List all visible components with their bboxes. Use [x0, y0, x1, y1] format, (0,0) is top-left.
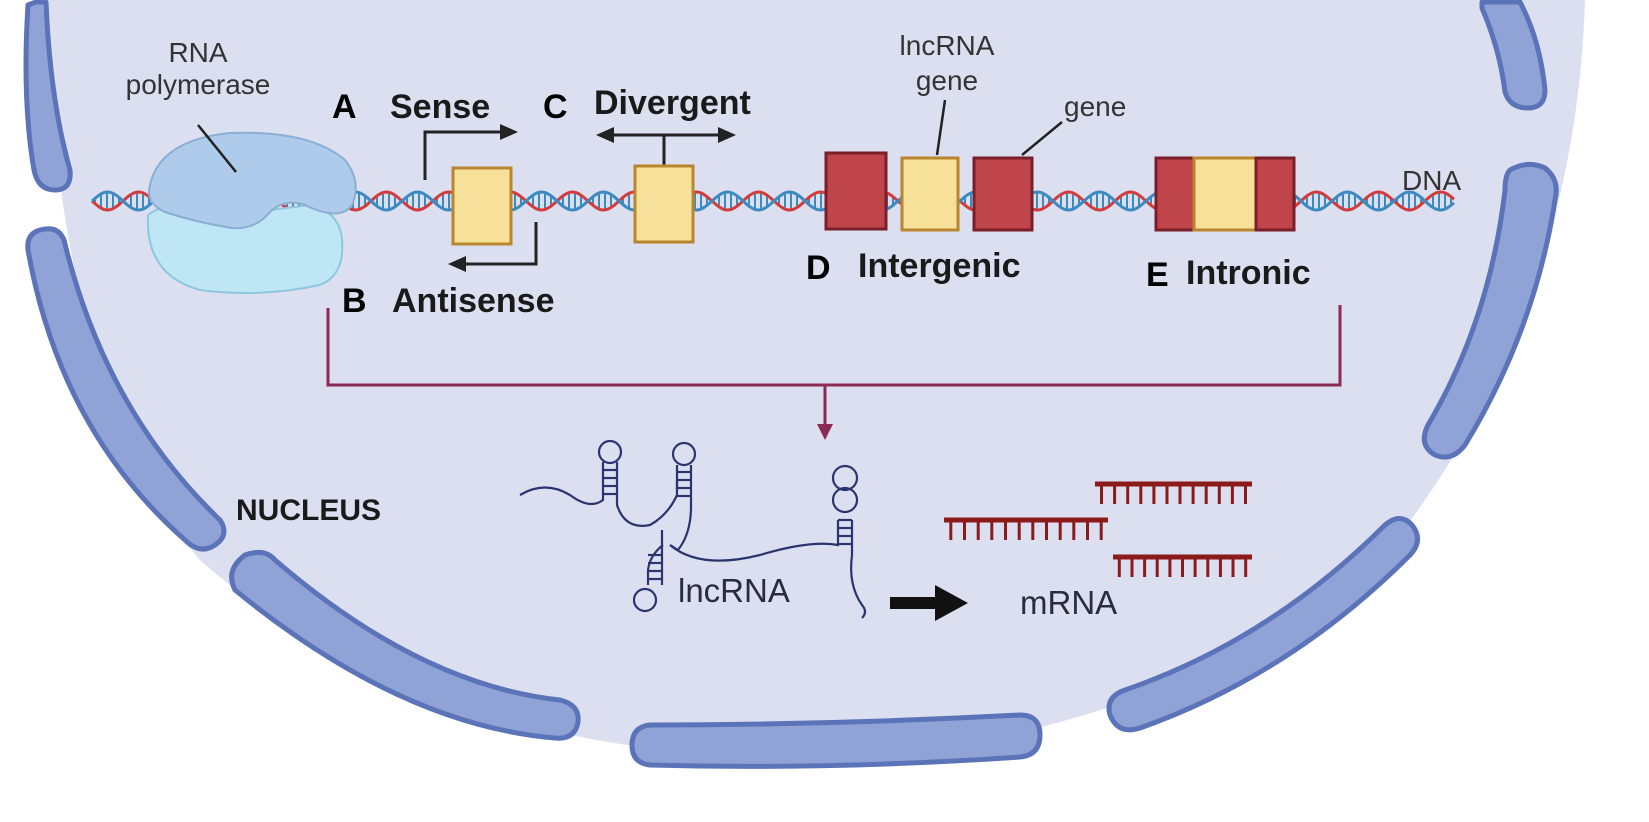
gene-box-intergenic-right	[972, 156, 1034, 232]
intergenic-label: Intergenic	[858, 247, 1020, 285]
envelope-segment-top-right	[1479, 0, 1548, 111]
exon-box-left	[1154, 156, 1196, 232]
envelope-segment-bottom	[629, 712, 1043, 769]
rna-polymerase-upper-subunit	[148, 131, 357, 230]
envelope-segment-lower-left	[229, 549, 581, 741]
nucleus-interior	[45, 0, 1585, 760]
lncrna-box-sense	[451, 166, 513, 246]
mrna-strands-icon	[944, 481, 1252, 577]
exon-box-right	[1254, 156, 1296, 232]
mrna-strand-middle	[944, 517, 1108, 540]
antisense-arrow	[462, 222, 538, 266]
lncrna-box-intronic	[1192, 156, 1258, 232]
mrna-label: mRNA	[1020, 584, 1117, 621]
divergent-label: Divergent	[594, 84, 751, 122]
rna-polymerase-label-line1: RNA	[168, 37, 227, 68]
lncrna-box-divergent	[633, 164, 695, 244]
envelope-segment-top-left	[23, 0, 73, 193]
letter-a: A	[332, 88, 357, 126]
envelope-segment-right	[1421, 162, 1559, 460]
mrna-strand-top	[1095, 481, 1252, 504]
letter-e: E	[1146, 256, 1169, 294]
gene-label: gene	[1064, 91, 1126, 122]
intronic-label: Intronic	[1186, 254, 1311, 292]
rna-polymerase-label-line2: polymerase	[126, 69, 271, 100]
gene-box-intergenic-left	[824, 151, 888, 231]
sense-arrow	[423, 130, 505, 180]
nuclear-envelope	[23, 0, 1559, 769]
divergent-arrow-head-right	[718, 127, 736, 143]
sense-label: Sense	[390, 88, 490, 126]
letter-d: D	[806, 249, 831, 287]
lncrna-gene-pointer	[935, 99, 947, 156]
lncrna-gene-label-line2: gene	[916, 65, 978, 96]
mrna-strand-bottom	[1113, 554, 1252, 577]
rna-polymerase-icon	[146, 131, 357, 295]
lncrna-label: lncRNA	[678, 572, 790, 609]
envelope-segment-left	[25, 226, 227, 552]
transcription-bracket	[326, 305, 1342, 430]
envelope-segment-lower-right	[1106, 516, 1420, 733]
gene-pointer	[1021, 121, 1063, 156]
divergent-arrow-head-left	[596, 127, 614, 143]
antisense-label: Antisense	[392, 282, 555, 320]
letter-c: C	[543, 88, 568, 126]
antisense-arrow-head	[448, 256, 466, 272]
lncrna-to-mrna-arrow	[890, 585, 968, 621]
dna-label: DNA	[1402, 165, 1461, 196]
sense-arrow-head	[500, 124, 518, 140]
rna-polymerase-pointer	[197, 124, 237, 173]
nucleus-label: NUCLEUS	[236, 494, 381, 527]
lncrna-gene-label-line1: lncRNA	[900, 30, 995, 61]
lncrna-molecule-icon	[519, 439, 867, 619]
letter-b: B	[342, 282, 367, 320]
lncrna-box-intergenic	[900, 156, 960, 232]
bracket-arrow-head	[817, 424, 833, 440]
